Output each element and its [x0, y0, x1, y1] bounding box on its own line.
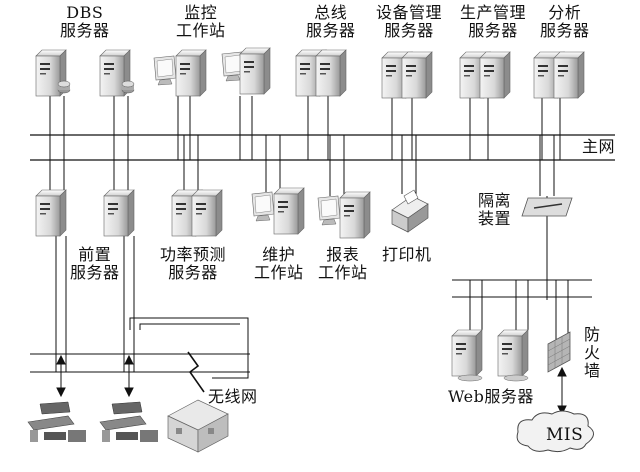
bus-server-label: 总线服务器: [306, 3, 356, 40]
firewall-icon: [547, 331, 571, 373]
maintenance-workstation-label: 维护工作站: [254, 245, 304, 282]
house-icon: [167, 399, 229, 453]
power-forecast-server-label: 功率预测服务器: [160, 245, 227, 282]
solar-array-icon: [27, 401, 158, 442]
wireless-network-label: 无线网: [208, 387, 258, 406]
server-icon: [533, 51, 585, 99]
lightning-icon: [187, 351, 205, 393]
workstation-icon: [153, 47, 271, 97]
server-icon: [295, 49, 347, 97]
front-server-label: 前置服务器: [70, 245, 120, 282]
printer-label: 打印机: [382, 245, 432, 264]
device-mgmt-server-label: 设备管理服务器: [376, 3, 443, 40]
server-icon: [451, 329, 529, 382]
web-server-label: Web服务器: [448, 387, 534, 406]
cloud-icon: [516, 410, 594, 453]
server-icon: [381, 51, 433, 99]
firewall-label: 防火墙: [584, 325, 601, 380]
workstation-icon: [251, 187, 305, 235]
printer-icon: [391, 189, 429, 233]
prod-mgmt-server-label: 生产管理服务器: [460, 3, 527, 40]
isolation-device-label: 隔离装置: [478, 191, 512, 228]
db-server-icon: [35, 49, 135, 97]
mis-label: MIS: [546, 425, 584, 445]
report-workstation-label: 报表工作站: [318, 245, 368, 282]
server-icon: [459, 51, 511, 99]
workstation-icon: [317, 191, 371, 239]
server-icon: [35, 189, 135, 237]
monitor-workstation-label: 监控工作站: [176, 3, 226, 40]
main-network-label: 主网: [582, 137, 616, 156]
server-icon: [171, 189, 223, 237]
isolation-device-icon: [521, 197, 573, 217]
analysis-server-label: 分析服务器: [540, 3, 590, 40]
